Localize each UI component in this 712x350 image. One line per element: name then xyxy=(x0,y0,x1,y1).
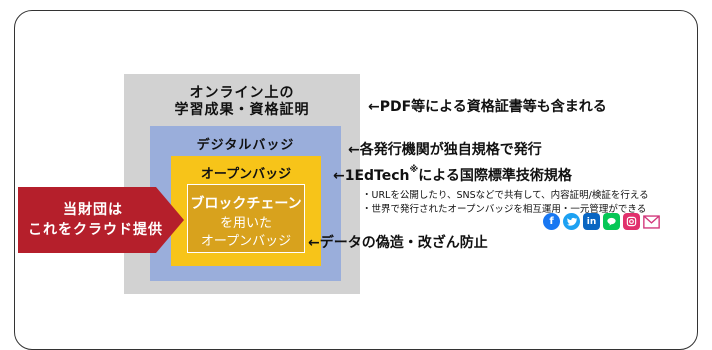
sns-icon-row: f in xyxy=(543,213,660,230)
note-forgery: ←データの偽造・改ざん防止 xyxy=(308,235,488,251)
callout-text-line1: 当財団は xyxy=(63,202,123,218)
note-1edtech-prefix: ←1EdTech xyxy=(333,168,410,184)
callout-text-line2: これをクラウド提供 xyxy=(28,222,163,238)
online-credentials-label-line1: オンライン上の xyxy=(189,85,295,101)
digital-badge-label: デジタルバッジ xyxy=(196,138,295,153)
note-1edtech-suffix: による国際標準技術規格 xyxy=(418,168,572,184)
open-badge-label: オープンバッジ xyxy=(200,167,292,182)
blockchain-badge-label-line2: を用いた xyxy=(219,216,272,231)
callout-arrow xyxy=(18,187,184,253)
note-pdf: ←PDF等による資格証書等も含まれる xyxy=(368,99,607,115)
mail-icon[interactable] xyxy=(643,213,660,230)
line-icon[interactable] xyxy=(603,213,620,230)
instagram-icon[interactable] xyxy=(623,213,640,230)
note-issue: ←各発行機関が独自規格で発行 xyxy=(348,142,542,158)
blockchain-badge-label-line3: オープンバッジ xyxy=(200,234,292,249)
note-1edtech-mark: ※ xyxy=(409,165,419,175)
twitter-icon[interactable] xyxy=(563,213,580,230)
online-credentials-label-line2: 学習成果・資格証明 xyxy=(174,102,310,118)
facebook-icon[interactable]: f xyxy=(543,213,560,230)
blockchain-badge-box xyxy=(187,184,305,253)
linkedin-icon[interactable]: in xyxy=(583,213,600,230)
blockchain-badge-label-line1: ブロックチェーン xyxy=(190,196,302,212)
note-bullet-2: ・世界で発行されたオープンバッジを相互運用・一元管理ができる xyxy=(362,204,647,215)
note-1edtech: ←1EdTech※による国際標準技術規格 xyxy=(333,165,572,185)
note-bullet-1: ・URLを公開したり、SNSなどで共有して、内容証明/検証を行える xyxy=(362,190,649,201)
